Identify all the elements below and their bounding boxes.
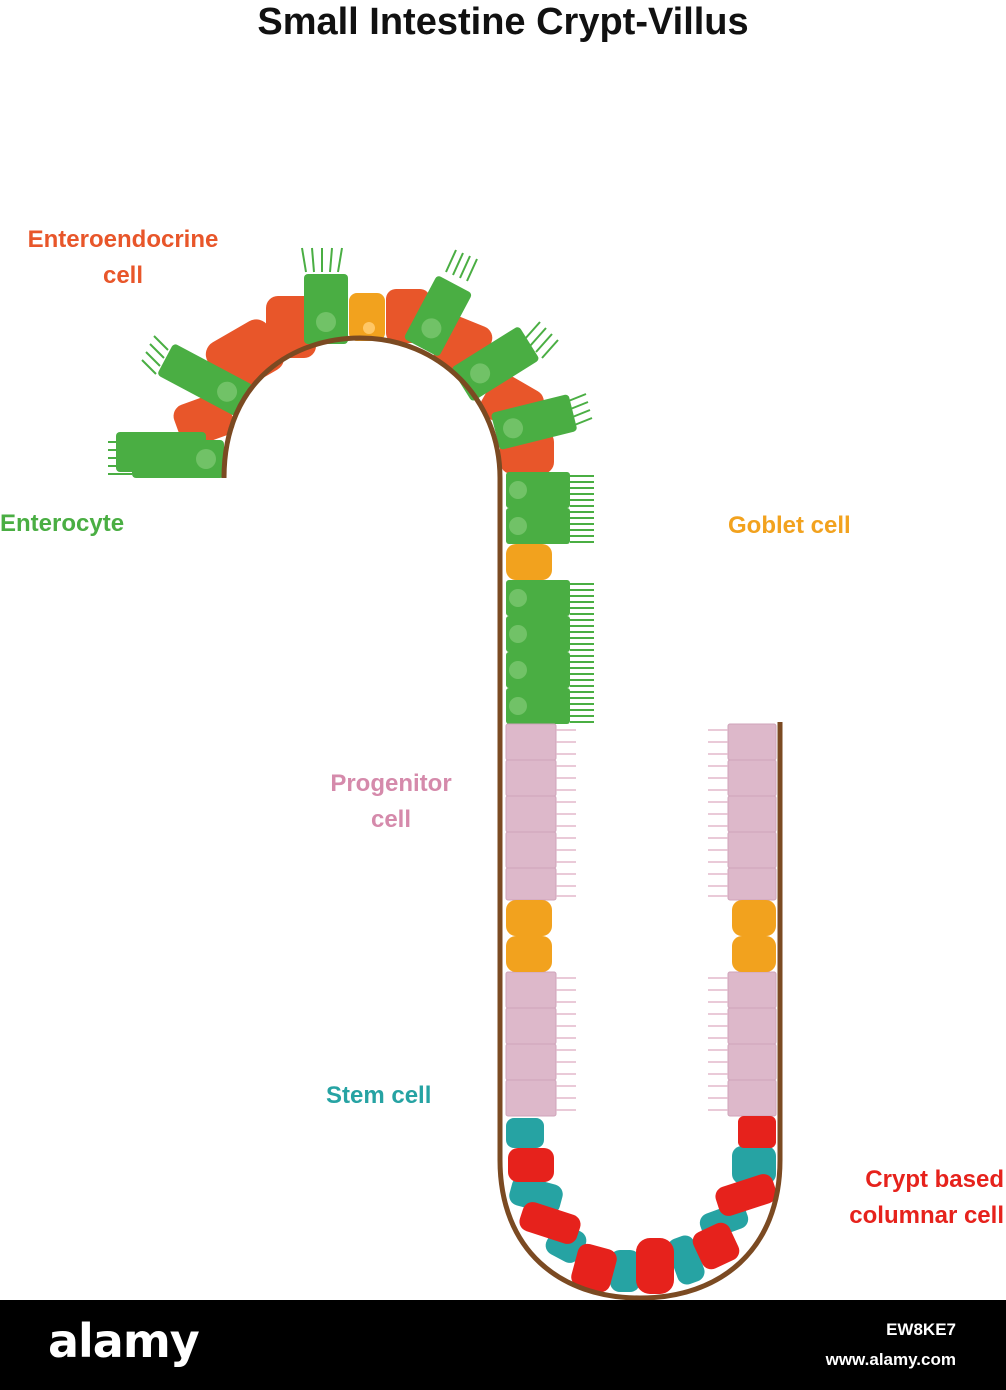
label-stem: Stem cell [326, 1082, 432, 1109]
crypt-based-columnar-cell [508, 1116, 777, 1294]
label-crypt-based-line1: Crypt based [865, 1166, 1004, 1193]
label-enteroendocrine-line2: cell [102, 262, 144, 289]
goblet-cell [732, 900, 776, 972]
progenitor-cell-column [727, 723, 777, 1117]
label-crypt-based-line2: columnar cell [849, 1202, 1004, 1229]
enterocyte-column [506, 472, 570, 724]
goblet-cell [506, 544, 552, 580]
label-crypt-based: Crypt based columnar cell [806, 1162, 1004, 1234]
label-enteroendocrine-line1: Enteroendocrine [27, 226, 219, 253]
progenitor-cell-column [505, 723, 557, 1117]
microvilli-brush [108, 247, 593, 475]
crypt-left-wall [505, 723, 576, 1117]
crypt-right-wall [708, 723, 777, 1117]
label-progenitor: Progenitor cell [300, 766, 482, 838]
villus-wall-cells [506, 472, 594, 724]
watermark-url: www.alamy.com [825, 1350, 956, 1369]
goblet-cell [349, 293, 385, 341]
crypt-base-cells [506, 1116, 777, 1294]
microvilli-brush [708, 729, 728, 1111]
label-progenitor-line2: cell [370, 806, 412, 833]
microvilli-brush [570, 475, 594, 723]
label-enterocyte: Enterocyte [0, 510, 125, 537]
villus-cap-cells [108, 247, 593, 478]
microvilli-brush [556, 729, 576, 1111]
goblet-cell [506, 900, 552, 972]
image-id: EW8KE7 [886, 1320, 956, 1339]
basement-membrane [221, 335, 783, 1300]
label-goblet: Goblet cell [728, 512, 851, 539]
alamy-logo: alamy [48, 1314, 200, 1368]
diagram-title: Small Intestine Crypt-Villus [257, 1, 749, 43]
label-progenitor-line1: Progenitor [330, 770, 452, 797]
enterocyte-cell [116, 274, 577, 478]
crypt-villus-diagram [108, 247, 783, 1300]
watermark-banner: alamy EW8KE7 www.alamy.com [0, 1300, 1006, 1390]
label-enteroendocrine: Enteroendocrine cell [0, 222, 246, 294]
